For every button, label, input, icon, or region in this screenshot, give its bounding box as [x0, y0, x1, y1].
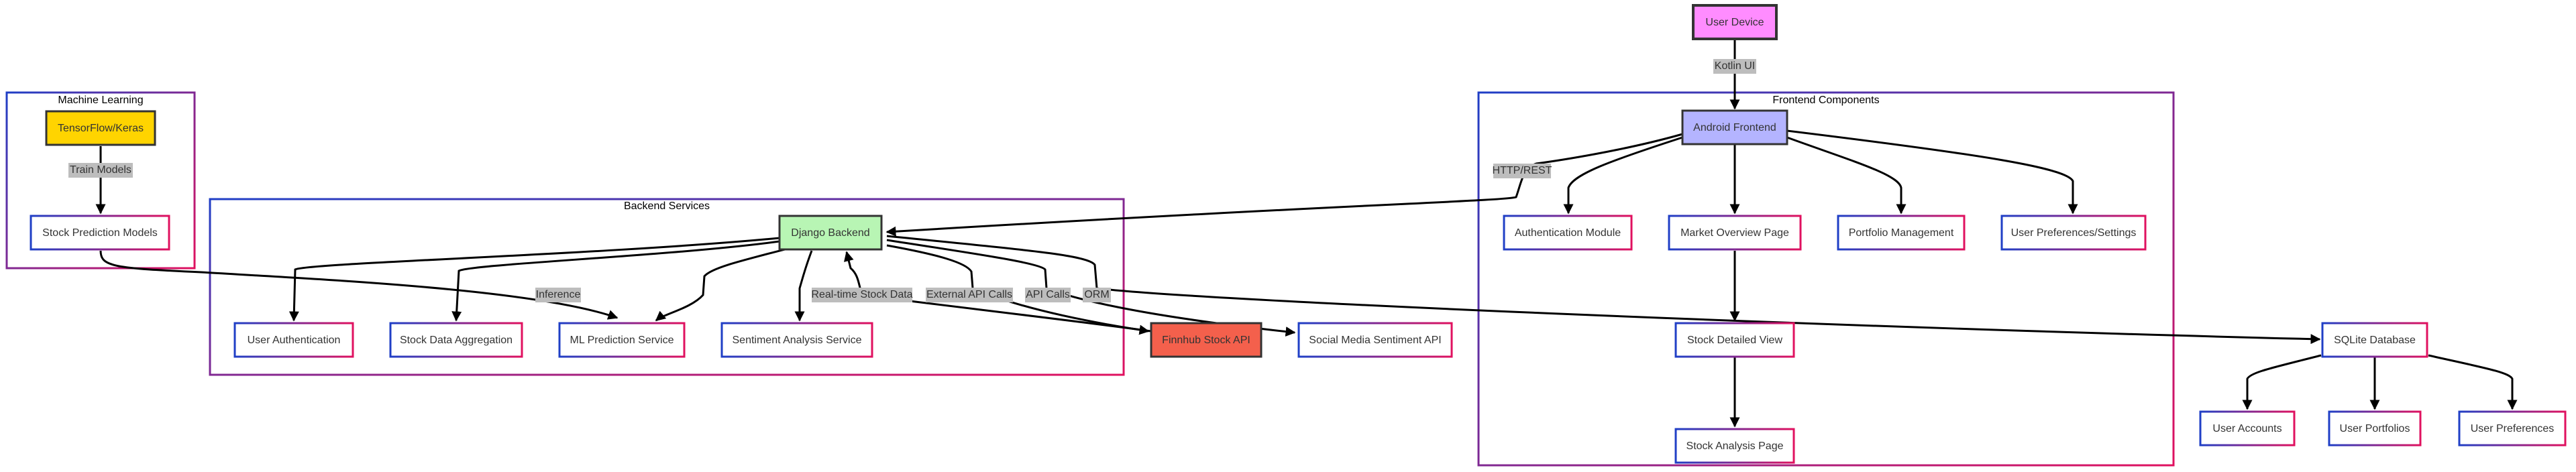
edge-label-api-calls: API Calls	[1025, 288, 1071, 302]
svg-text:Inference: Inference	[536, 289, 581, 300]
svg-text:Kotlin UI: Kotlin UI	[1715, 60, 1755, 72]
svg-text:Android Frontend: Android Frontend	[1693, 122, 1776, 133]
edge-django-to-social-media	[886, 239, 1296, 337]
edge-android-to-preferences-settings	[1786, 129, 2078, 215]
svg-text:User Portfolios: User Portfolios	[2340, 423, 2410, 434]
node-market-overview-page: Market Overview Page	[1668, 215, 1802, 251]
node-stock-prediction-models: Stock Prediction Models	[30, 215, 170, 251]
svg-text:User Preferences: User Preferences	[2471, 423, 2555, 434]
cluster-title-frontend-components: Frontend Components	[1772, 95, 1879, 106]
svg-text:Stock Detailed View: Stock Detailed View	[1687, 335, 1782, 346]
nodes: User Device Android Frontend TensorFlow/…	[30, 4, 2567, 464]
node-django-backend: Django Backend	[778, 215, 883, 251]
svg-text:ORM: ORM	[1084, 289, 1109, 300]
node-user-preferences-settings: User Preferences/Settings	[2000, 215, 2147, 251]
svg-text:Portfolio Management: Portfolio Management	[1849, 227, 1954, 239]
node-android-frontend: Android Frontend	[1681, 109, 1788, 145]
svg-text:API Calls: API Calls	[1026, 289, 1070, 300]
svg-text:External API Calls: External API Calls	[926, 289, 1012, 300]
node-user-authentication: User Authentication	[233, 322, 354, 358]
node-authentication-module: Authentication Module	[1503, 215, 1633, 251]
edge-label-external-api-calls: External API Calls	[926, 288, 1013, 302]
svg-text:Sentiment Analysis Service: Sentiment Analysis Service	[733, 335, 862, 346]
node-portfolio-management: Portfolio Management	[1837, 215, 1966, 251]
edge-django-to-user-auth	[288, 237, 780, 322]
node-stock-analysis-page: Stock Analysis Page	[1674, 428, 1795, 464]
svg-text:SQLite Database: SQLite Database	[2334, 335, 2416, 346]
edge-django-to-data-aggregation	[451, 240, 780, 322]
svg-text:Django Backend: Django Backend	[791, 227, 869, 239]
node-finnhub-stock-api: Finnhub Stock API	[1150, 322, 1263, 358]
cluster-frontend-components: Frontend Components	[1477, 91, 2175, 467]
svg-text:User Accounts: User Accounts	[2212, 423, 2282, 434]
svg-text:Stock Analysis Page: Stock Analysis Page	[1686, 440, 1784, 452]
edge-label-inference: Inference	[535, 288, 581, 302]
svg-text:TensorFlow/Keras: TensorFlow/Keras	[58, 123, 144, 134]
edge-models-to-ml-service	[99, 250, 619, 320]
cluster-title-machine-learning: Machine Learning	[58, 95, 143, 106]
cluster-backend-services: Backend Services	[209, 198, 1125, 376]
cluster-machine-learning: Machine Learning	[5, 91, 196, 270]
svg-text:Market Overview Page: Market Overview Page	[1680, 227, 1789, 239]
node-social-media-sentiment-api: Social Media Sentiment API	[1297, 322, 1453, 358]
node-stock-data-aggregation: Stock Data Aggregation	[389, 322, 523, 358]
edge-sqlite-to-user-accounts	[2242, 354, 2322, 410]
svg-text:User Device: User Device	[1705, 17, 1764, 28]
node-sqlite-database: SQLite Database	[2321, 322, 2428, 358]
svg-text:Stock Data Aggregation: Stock Data Aggregation	[400, 335, 513, 346]
node-tensorflow-keras: TensorFlow/Keras	[45, 110, 156, 146]
node-sentiment-analysis-service: Sentiment Analysis Service	[720, 322, 873, 358]
edge-label-orm: ORM	[1083, 288, 1111, 302]
node-ml-prediction-service: ML Prediction Service	[558, 322, 686, 358]
svg-text:Finnhub Stock API: Finnhub Stock API	[1162, 335, 1250, 346]
svg-text:Authentication Module: Authentication Module	[1515, 227, 1621, 239]
edge-django-to-sentiment	[794, 250, 813, 322]
edge-android-to-portfolio	[1786, 136, 1907, 215]
svg-text:User Preferences/Settings: User Preferences/Settings	[2011, 227, 2137, 239]
svg-text:Stock Prediction Models: Stock Prediction Models	[42, 227, 158, 239]
edge-django-to-sqlite	[886, 235, 2321, 345]
edges	[95, 40, 2518, 428]
edge-android-to-auth-module	[1563, 136, 1683, 215]
edge-label-train-models: Train Models	[68, 163, 133, 178]
edge-label-real-time-stock-data: Real-time Stock Data	[811, 288, 913, 302]
svg-text:User Authentication: User Authentication	[248, 335, 341, 346]
node-stock-detailed-view: Stock Detailed View	[1674, 322, 1795, 358]
svg-text:Social Media Sentiment API: Social Media Sentiment API	[1309, 335, 1441, 346]
edge-sqlite-to-user-preferences	[2428, 354, 2518, 410]
node-user-device: User Device	[1692, 4, 1778, 40]
svg-text:Real-time Stock Data: Real-time Stock Data	[811, 289, 912, 300]
svg-text:HTTP/REST: HTTP/REST	[1493, 165, 1552, 176]
node-user-portfolios: User Portfolios	[2328, 410, 2422, 447]
edge-label-http-rest: HTTP/REST	[1493, 164, 1552, 178]
node-user-preferences: User Preferences	[2458, 410, 2567, 447]
edge-finnhub-to-django	[843, 251, 1152, 333]
cluster-title-backend-services: Backend Services	[624, 200, 710, 212]
edge-label-kotlin-ui: Kotlin UI	[1713, 59, 1756, 74]
edge-django-to-ml-service	[655, 248, 786, 322]
svg-text:ML Prediction Service: ML Prediction Service	[570, 335, 674, 346]
edge-android-to-django	[885, 133, 1683, 237]
edge-labels: Kotlin UI HTTP/REST Train Models Inferen…	[68, 59, 1756, 302]
svg-text:Train Models: Train Models	[70, 164, 131, 176]
node-user-accounts: User Accounts	[2199, 410, 2296, 447]
